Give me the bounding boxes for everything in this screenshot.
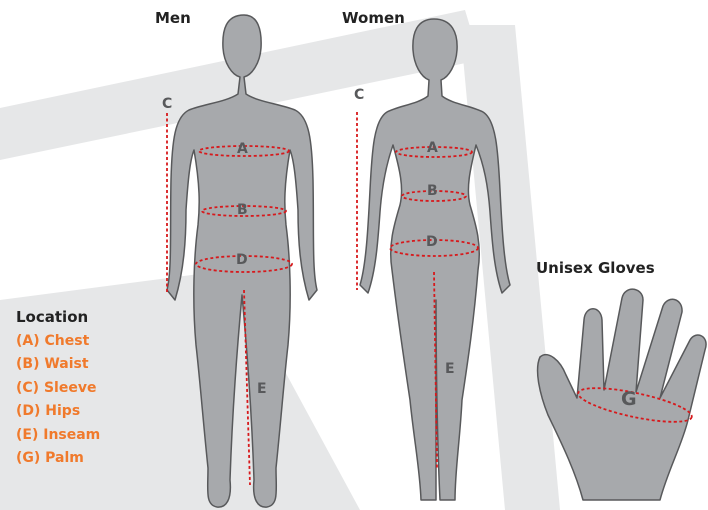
legend-item-chest: (A) Chest [16,330,100,353]
women-marker-d: D [426,234,438,250]
legend-heading: Location [16,308,100,326]
women-marker-c: C [354,87,364,103]
legend-item-hips: (D) Hips [16,400,100,423]
men-marker-a: A [237,141,248,157]
women-marker-b: B [427,183,438,199]
men-marker-d: D [236,252,248,268]
gloves-title: Unisex Gloves [536,259,655,277]
legend-item-waist: (B) Waist [16,353,100,376]
legend-item-palm: (G) Palm [16,447,100,470]
legend-item-sleeve: (C) Sleeve [16,377,100,400]
women-marker-e: E [445,361,455,377]
glove-marker-g: G [621,388,637,410]
location-legend: Location (A) Chest (B) Waist (C) Sleeve … [16,308,100,470]
men-marker-b: B [237,202,248,218]
women-title: Women [342,9,405,27]
women-marker-a: A [427,140,438,156]
men-marker-e: E [257,381,267,397]
legend-item-inseam: (E) Inseam [16,424,100,447]
men-title: Men [155,9,191,27]
men-marker-c: C [162,96,172,112]
